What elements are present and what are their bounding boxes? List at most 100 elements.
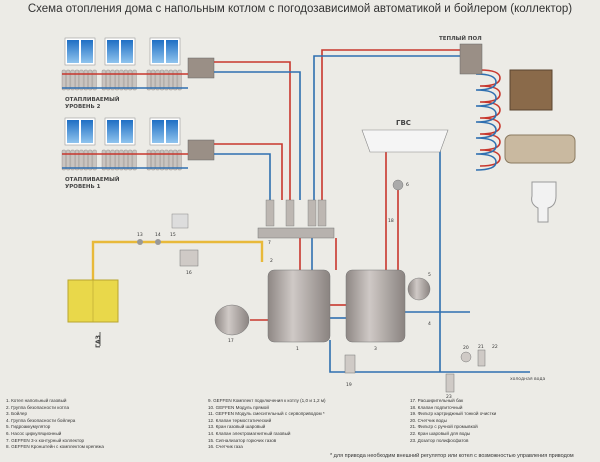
window-pane — [107, 40, 119, 63]
gas-valve — [137, 239, 143, 245]
radiator-section — [177, 69, 182, 91]
legend-column-2: 9. GEFFEN Комплект подключения к котлу (… — [208, 398, 326, 451]
callout-filter: 19 — [346, 382, 352, 388]
window-pane — [166, 40, 178, 63]
radiator-section — [168, 149, 173, 171]
radiators — [61, 69, 182, 171]
legend-item: 5. Гидроаккумулятор — [6, 424, 51, 430]
radiator-section — [79, 69, 84, 91]
cold-water-label: холодная вода — [510, 377, 546, 382]
callout-dosator: 23 — [446, 394, 452, 400]
water-treatment — [344, 349, 486, 393]
window-pane — [121, 40, 133, 63]
radiator — [146, 69, 182, 91]
window-pane — [107, 120, 119, 143]
floor-heating-manifold — [459, 43, 483, 75]
window-pane — [152, 40, 164, 63]
radiator-section — [168, 69, 173, 91]
gas-alarm — [171, 213, 189, 229]
radiator-section — [106, 69, 111, 91]
radiator-section — [101, 149, 106, 171]
radiator-section — [164, 69, 169, 91]
window-pane — [67, 40, 79, 63]
radiator-section — [177, 149, 182, 171]
radiator-section — [66, 149, 71, 171]
collector — [257, 227, 335, 239]
callout-boiler: 1 — [296, 346, 299, 352]
callout-heater_safety: 4 — [428, 321, 431, 327]
cartridge-filter — [344, 354, 356, 374]
level2-manifold — [187, 57, 215, 79]
radiator-section — [159, 149, 164, 171]
floor-heating-label: ТЕПЛЫЙ ПОЛ — [439, 36, 482, 42]
callout-gas_meter: 16 — [186, 270, 192, 276]
callout-collector: 7 — [268, 240, 271, 246]
radiator-section — [132, 149, 137, 171]
radiator-section — [151, 149, 156, 171]
callout-makeup_valve: 18 — [388, 218, 394, 224]
level2-label: ОТАПЛИВАЕМЫЙ УРОВЕНЬ 2 — [65, 97, 120, 110]
window-pane — [81, 120, 93, 143]
wash-filter — [477, 349, 486, 367]
callout-water_valve: 22 — [492, 344, 498, 350]
diagram-title: Схема отопления дома с напольным котлом … — [27, 3, 573, 15]
toilet — [531, 181, 557, 223]
radiator-section — [132, 69, 137, 91]
radiator-section — [173, 69, 178, 91]
radiator-section — [123, 69, 128, 91]
legend-item: 3. Бойлер — [6, 411, 28, 417]
radiator-section — [151, 69, 156, 91]
radiator-section — [74, 149, 79, 171]
callout-accumulator: 5 — [428, 272, 431, 278]
level1-manifold — [187, 139, 215, 161]
radiator-section — [119, 149, 124, 171]
radiator-section — [110, 149, 115, 171]
legend-item: 15. Сигнализатор горючих газов — [208, 437, 277, 443]
accumulator-tank — [407, 277, 431, 301]
circulation-pump — [392, 179, 404, 191]
callout-pump: 6 — [406, 182, 409, 188]
legend-item: 11. GEFFEN Модуль смесительный с сервопр… — [208, 411, 325, 417]
callout-gas_alarm: 15 — [170, 232, 176, 238]
radiator-section — [83, 149, 88, 171]
expansion-tank — [214, 304, 250, 336]
legend-item: 18. Клапан подпиточный — [410, 404, 463, 410]
callout-gas_valve: 13 — [137, 232, 143, 238]
radiator-section — [146, 69, 151, 91]
level1-label: ОТАПЛИВАЕМЫЙ УРОВЕНЬ 1 — [65, 177, 120, 190]
window-pane — [67, 120, 79, 143]
callout-water_heater: 3 — [374, 346, 377, 352]
legend-item: 10. GEFFEN Модуль прямой — [208, 404, 269, 410]
pipes — [62, 49, 530, 373]
radiator — [61, 149, 97, 171]
window-pane — [81, 40, 93, 63]
radiator-section — [119, 69, 124, 91]
legend-item: 23. Дозатор полифосфатов — [410, 437, 469, 443]
collector-modules — [265, 199, 327, 227]
radiator-section — [159, 69, 164, 91]
radiator-section — [106, 149, 111, 171]
radiator-section — [114, 149, 119, 171]
radiator-section — [173, 149, 178, 171]
bathtub — [361, 129, 449, 153]
radiator — [61, 69, 97, 91]
radiator-section — [83, 69, 88, 91]
sofa — [504, 134, 576, 164]
radiator-section — [88, 69, 93, 91]
radiator — [101, 149, 137, 171]
window-pane — [166, 120, 178, 143]
window-pane — [152, 120, 164, 143]
radiator-section — [61, 69, 66, 91]
boiler — [267, 269, 331, 343]
windows — [64, 37, 181, 146]
radiator-section — [128, 69, 133, 91]
radiator-section — [70, 69, 75, 91]
legend-item: 8. GEFFEN Кронштейн с комплектом крепежа — [6, 444, 104, 450]
radiator-section — [101, 69, 106, 91]
callout-water_meter: 20 — [463, 345, 469, 351]
gas-solenoid-valve — [155, 239, 161, 245]
radiator-section — [92, 69, 97, 91]
legend-item: 17. Расширительный бак — [410, 398, 464, 403]
